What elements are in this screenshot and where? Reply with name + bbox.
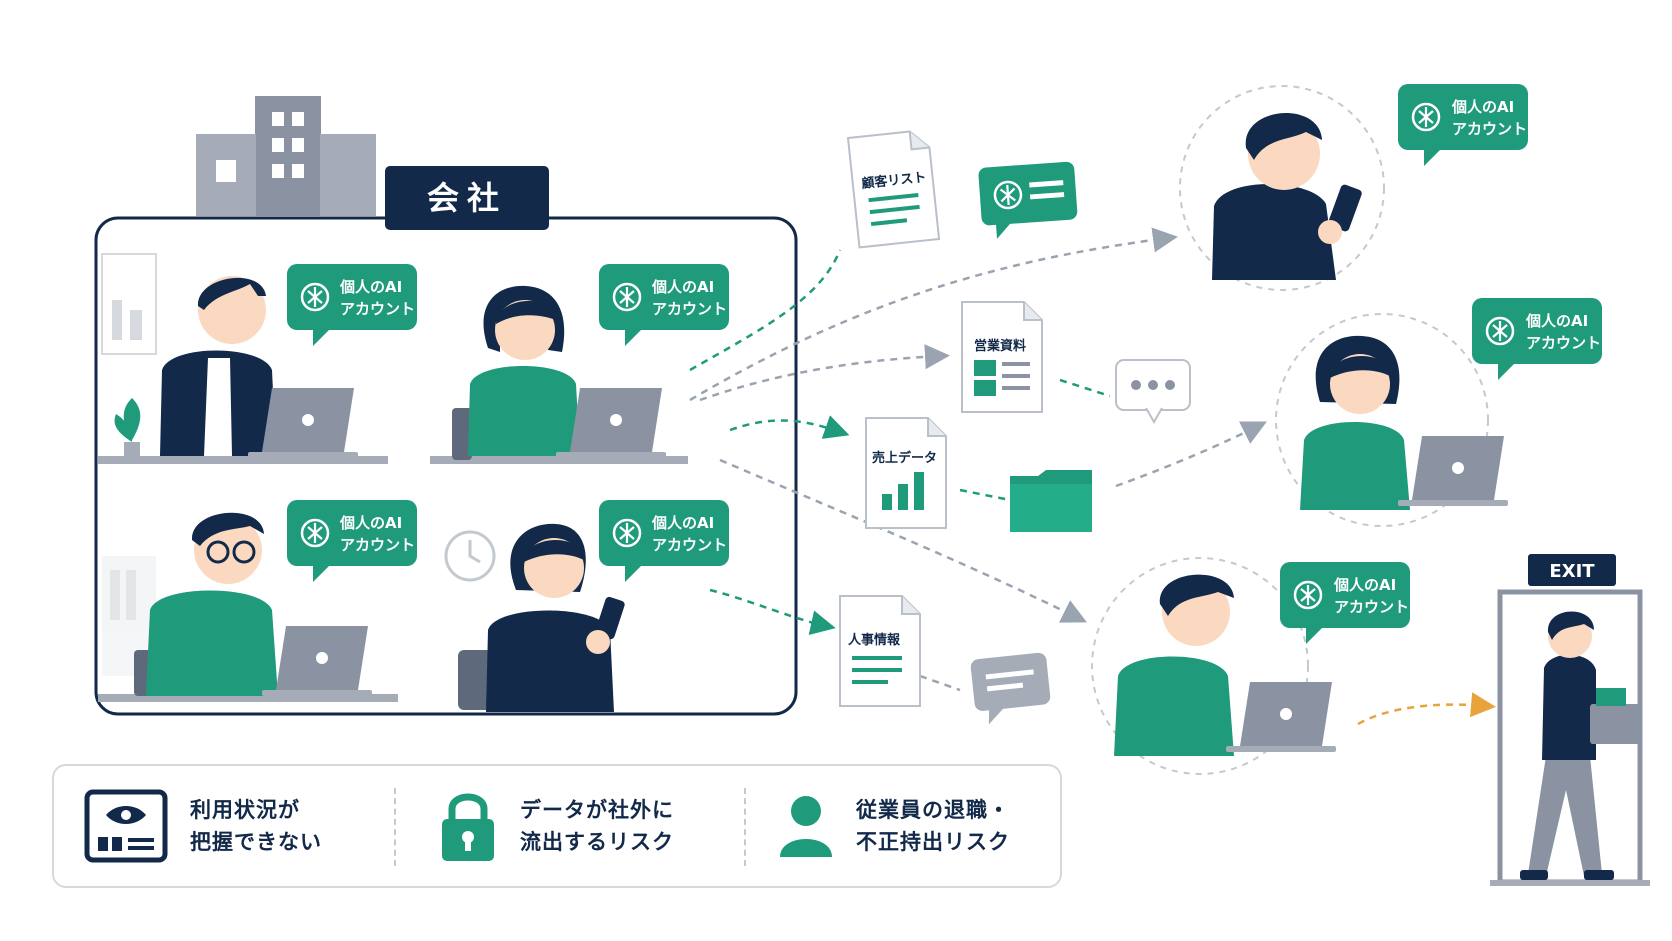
bubble-text-line2: アカウント [652, 300, 727, 318]
bubble-text-line2: アカウント [1334, 598, 1409, 616]
legend-line: 把握できない [190, 830, 322, 854]
company-building-icon [196, 96, 376, 216]
bubble-text-line1: 個人のAI [1333, 576, 1396, 594]
document-label: 人事情報 [848, 632, 901, 648]
document-label: 売上データ [872, 450, 937, 466]
legend-item-visibility: 利用状況が 把握できない [84, 766, 322, 886]
bubble-text-line2: アカウント [340, 536, 415, 554]
clock-icon [444, 530, 496, 582]
document-hr-info [839, 595, 921, 707]
legend-divider [394, 788, 396, 866]
document-sales-data [865, 417, 947, 529]
outside-circle [1091, 557, 1309, 775]
legend-text: 従業員の退職・ 不正持出リスク [856, 794, 1010, 858]
document-label: 顧客リスト [861, 169, 927, 192]
folder-icon [1010, 470, 1092, 532]
employee-person-1 [160, 276, 358, 458]
desk [430, 456, 688, 464]
bubble-text-line1: 個人のAI [1525, 312, 1588, 330]
bubble-text-line2: アカウント [1526, 334, 1601, 352]
outside-circle [1275, 313, 1489, 527]
data-flow-arrows [689, 227, 1496, 726]
company-label-box [385, 166, 549, 230]
legend-line: データが社外に [520, 798, 674, 822]
desk [98, 694, 398, 702]
legend-text: データが社外に 流出するリスク [520, 794, 674, 858]
person-icon [780, 796, 832, 857]
bubble-text-line2: アカウント [652, 536, 727, 554]
legend-line: 利用状況が [190, 798, 300, 822]
employee-person-2 [452, 285, 666, 460]
outside-circle [1179, 85, 1385, 291]
employee-person-4 [458, 523, 625, 712]
bubble-text-line1: 個人のAI [651, 278, 714, 296]
bubble-text-line2: アカウント [1452, 120, 1527, 138]
legend-line: 不正持出リスク [856, 830, 1010, 854]
outside-person-1 [1212, 113, 1362, 280]
monitor-eye-icon [84, 789, 168, 863]
chat-ai-icon [978, 161, 1078, 239]
document-customer-list [847, 128, 941, 249]
plant-icon [114, 398, 141, 456]
legend-divider [744, 788, 746, 866]
exit-label: EXIT [1549, 561, 1595, 582]
chat-typing-icon [1115, 359, 1191, 425]
bubble-text-line1: 個人のAI [339, 278, 402, 296]
legend-item-data-leak: データが社外に 流出するリスク [438, 766, 674, 886]
padlock-icon [442, 793, 494, 861]
document-sales-material [961, 301, 1043, 413]
outside-person-3 [1114, 574, 1336, 756]
chat-message-icon [970, 652, 1051, 725]
risk-legend: 利用状況が 把握できない データが社外に 流出するリスク 従業員の退職・ 不正持… [52, 764, 1062, 888]
document-label: 営業資料 [974, 338, 1026, 354]
bubble-text-line1: 個人のAI [1451, 98, 1514, 116]
legend-item-resignation: 従業員の退職・ 不正持出リスク [778, 766, 1010, 886]
employee-person-3 [134, 512, 372, 696]
bubble-text-line1: 個人のAI [339, 514, 402, 532]
legend-line: 従業員の退職・ [856, 798, 1010, 822]
legend-text: 利用状況が 把握できない [190, 794, 322, 858]
leaving-person [1520, 611, 1642, 880]
legend-line: 流出するリスク [520, 830, 674, 854]
bubble-text-line1: 個人のAI [651, 514, 714, 532]
company-label: 会社 [427, 179, 507, 217]
outside-person-2 [1300, 335, 1508, 510]
shelf-decoration [101, 253, 157, 676]
desk [98, 456, 388, 464]
bubble-text-line2: アカウント [340, 300, 415, 318]
